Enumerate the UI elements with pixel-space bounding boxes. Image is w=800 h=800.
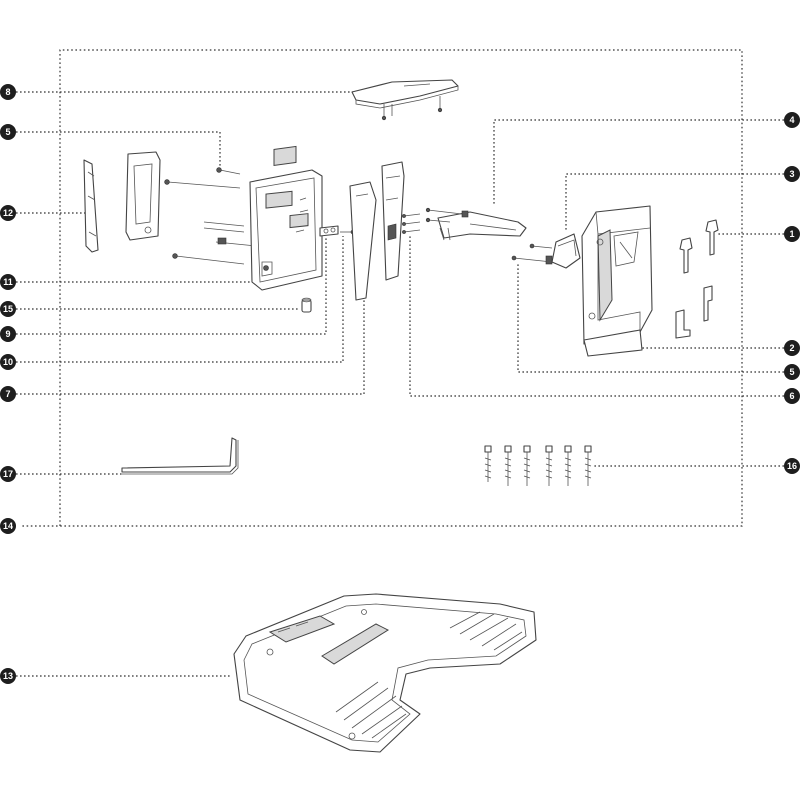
peg [545,445,553,486]
leader-3 [565,173,784,232]
callouts: 8 5 12 11 15 9 10 7 17 14 13 4 3 1 2 5 6… [0,84,800,684]
callout-13: 13 [0,668,16,684]
svg-text:4: 4 [789,115,794,125]
callout-2: 2 [784,340,800,356]
svg-text:11: 11 [3,277,13,287]
part-guide-plate [381,161,421,281]
svg-text:6: 6 [789,391,794,401]
svg-text:10: 10 [3,357,13,367]
part-main-board [249,145,323,291]
callout-7: 7 [0,386,16,402]
peg [564,445,572,486]
svg-text:1: 1 [789,229,794,239]
callout-9: 9 [0,326,16,342]
callout-15: 15 [0,301,16,317]
callout-1: 1 [784,226,800,242]
part-charging-housing [581,205,653,357]
part-bracket-pins [319,225,356,237]
callout-10: 10 [0,354,16,370]
callout-6: 6 [784,388,800,404]
peg [523,445,531,486]
svg-text:8: 8 [5,87,10,97]
svg-text:14: 14 [3,521,13,531]
callout-4: 4 [784,112,800,128]
svg-text:9: 9 [5,329,10,339]
part-hex-key [121,437,239,475]
callout-14: 14 [0,518,16,534]
part-side-pieces [83,151,161,253]
callout-3: 3 [784,166,800,182]
part-base-plate [233,593,537,753]
leader-6 [409,236,784,397]
part-top-cover [351,79,459,121]
leader-7 [16,290,365,395]
leader-5-left [16,131,221,168]
svg-text:12: 12 [3,208,13,218]
part-arm [425,207,527,241]
part-long-panel [349,181,377,301]
peg [484,445,492,482]
leader-4 [493,119,784,204]
svg-text:2: 2 [789,343,794,353]
peg [584,445,592,486]
callout-17: 17 [0,466,16,482]
kit-boundary [22,49,743,527]
svg-text:5: 5 [789,367,794,377]
callout-8: 8 [0,84,16,100]
svg-text:15: 15 [3,304,13,314]
part-ground-pegs [484,445,592,486]
part-contact-hooks [675,219,719,339]
svg-text:16: 16 [787,461,797,471]
part-small-cylinder [301,297,312,313]
svg-text:7: 7 [5,389,10,399]
callout-11: 11 [0,274,16,290]
callout-12: 12 [0,205,16,221]
svg-text:13: 13 [3,671,13,681]
leader-10 [16,236,344,363]
callout-16: 16 [784,458,800,474]
svg-text:5: 5 [5,127,10,137]
leader-5-right [517,262,784,373]
leader-lines [16,91,784,677]
peg [504,445,512,486]
part-clamp [511,233,581,269]
callout-5-left: 5 [0,124,16,140]
callout-5-right: 5 [784,364,800,380]
screws-board [164,167,257,265]
svg-text:3: 3 [789,169,794,179]
svg-text:17: 17 [3,469,13,479]
